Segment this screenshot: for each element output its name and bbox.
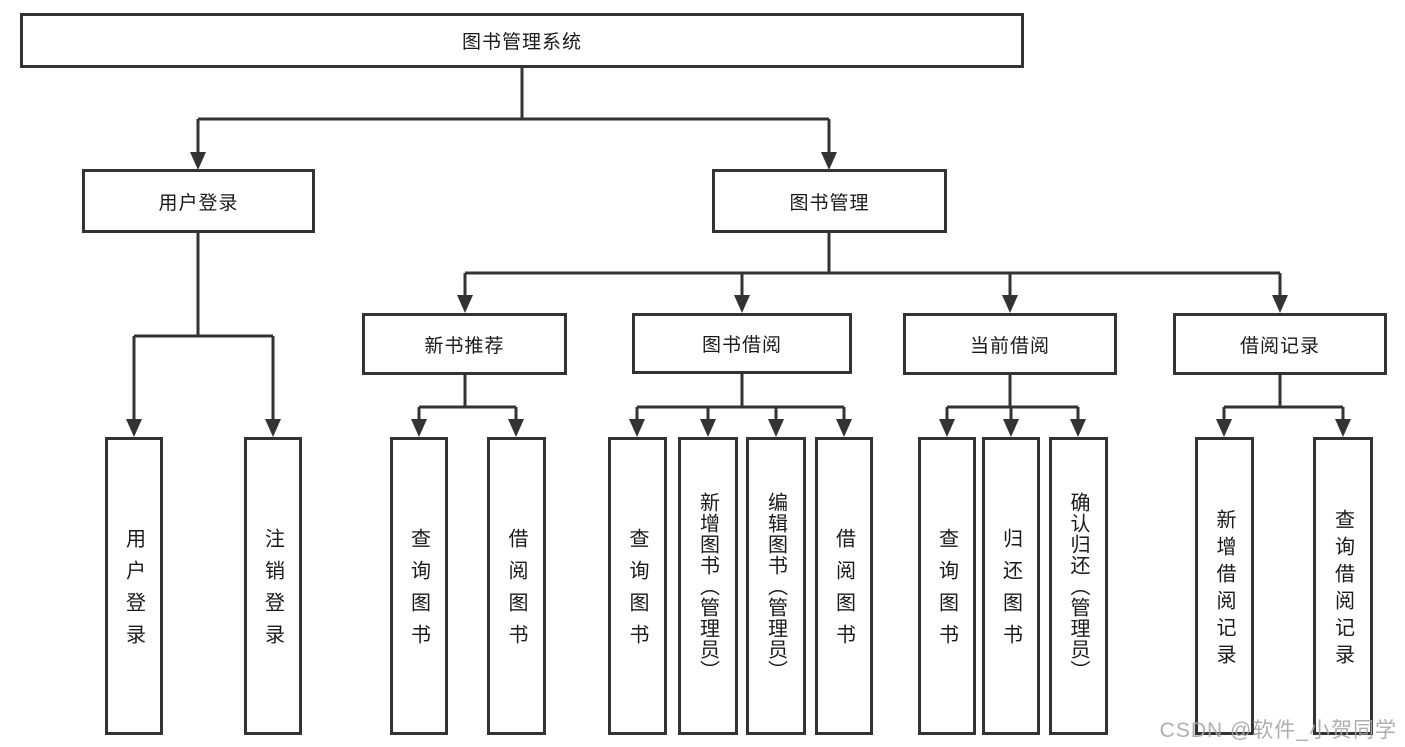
- node-label: 新增借阅记录: [1213, 508, 1235, 671]
- node-label: 新书推荐: [424, 335, 505, 357]
- connector-new-book-recommend: [417, 375, 518, 423]
- node-label: 图书管理系统: [461, 32, 582, 53]
- arrow-down-icon: [700, 419, 716, 437]
- connector-user-login: [132, 233, 275, 423]
- arrow-down-icon: [821, 152, 837, 170]
- node-borrow-books: 借阅图书: [815, 437, 873, 735]
- connector-book-management: [463, 233, 1282, 299]
- node-user-login: 用户登录: [82, 169, 315, 233]
- node-label: 查询借阅记录: [1331, 508, 1354, 671]
- arrow-down-icon: [508, 419, 524, 437]
- arrow-down-icon: [265, 419, 281, 437]
- arrow-down-icon: [734, 295, 750, 313]
- node-label: 借阅图书: [832, 528, 855, 656]
- node-label: 用户登录: [158, 192, 239, 214]
- arrowheads: [126, 152, 1351, 437]
- node-label: 归还图书: [999, 528, 1022, 656]
- arrow-down-icon: [190, 152, 206, 170]
- node-label: 注销登录: [261, 528, 284, 656]
- node-label: 查询图书: [626, 528, 648, 656]
- node-logout: 注销登录: [244, 437, 302, 735]
- arrow-down-icon: [836, 419, 852, 437]
- node-library-system: 图书管理系统: [20, 13, 1024, 68]
- arrow-down-icon: [1002, 295, 1018, 313]
- connector-borrowing-records: [1222, 375, 1345, 423]
- node-query-books: 查询图书: [608, 437, 667, 735]
- node-add-books-admin: 新增图书（管理员）: [678, 437, 738, 735]
- arrow-down-icon: [629, 419, 645, 437]
- connector-current-borrowing: [945, 375, 1080, 423]
- node-label: 确认归还（管理员）: [1067, 491, 1089, 681]
- connector-book-borrowing: [635, 373, 846, 423]
- node-borrowing-records: 借阅记录: [1173, 313, 1387, 375]
- arrow-down-icon: [1272, 295, 1288, 313]
- node-query-borrow-record: 查询借阅记录: [1313, 437, 1373, 735]
- node-label: 借阅图书: [505, 528, 527, 656]
- arrow-down-icon: [457, 295, 473, 313]
- arrow-down-icon: [939, 419, 955, 437]
- node-label: 用户登录: [122, 528, 145, 656]
- node-user-login-action: 用户登录: [105, 437, 163, 735]
- node-label: 图书管理: [789, 192, 870, 214]
- arrow-down-icon: [768, 419, 784, 437]
- arrow-down-icon: [1070, 419, 1086, 437]
- node-label: 当前借阅: [969, 335, 1050, 357]
- node-label: 查询图书: [407, 528, 430, 656]
- arrow-down-icon: [126, 419, 142, 437]
- csdn-watermark: CSDN @软件_小贺同学: [1159, 719, 1397, 742]
- arrow-down-icon: [1335, 419, 1351, 437]
- node-current-borrowing: 当前借阅: [903, 313, 1117, 375]
- node-add-borrow-record: 新增借阅记录: [1195, 437, 1254, 735]
- node-label: 编辑图书（管理员）: [764, 491, 787, 681]
- node-label: 借阅记录: [1239, 335, 1320, 357]
- connector-root: [196, 68, 831, 156]
- node-label: 图书借阅: [701, 335, 782, 356]
- node-book-management: 图书管理: [712, 169, 947, 233]
- arrow-down-icon: [1003, 419, 1019, 437]
- node-return-books: 归还图书: [982, 437, 1040, 735]
- node-label: 新增图书（管理员）: [696, 491, 719, 681]
- node-confirm-return-admin: 确认归还（管理员）: [1049, 437, 1108, 735]
- node-book-borrowing: 图书借阅: [632, 313, 852, 374]
- node-borrow-books: 借阅图书: [487, 437, 546, 735]
- node-query-books: 查询图书: [390, 437, 448, 735]
- node-label: 查询图书: [935, 528, 958, 656]
- arrow-down-icon: [411, 419, 427, 437]
- node-new-book-recommend: 新书推荐: [362, 313, 567, 375]
- node-edit-books-admin: 编辑图书（管理员）: [746, 437, 806, 735]
- node-query-books: 查询图书: [918, 437, 976, 735]
- arrow-down-icon: [1216, 419, 1232, 437]
